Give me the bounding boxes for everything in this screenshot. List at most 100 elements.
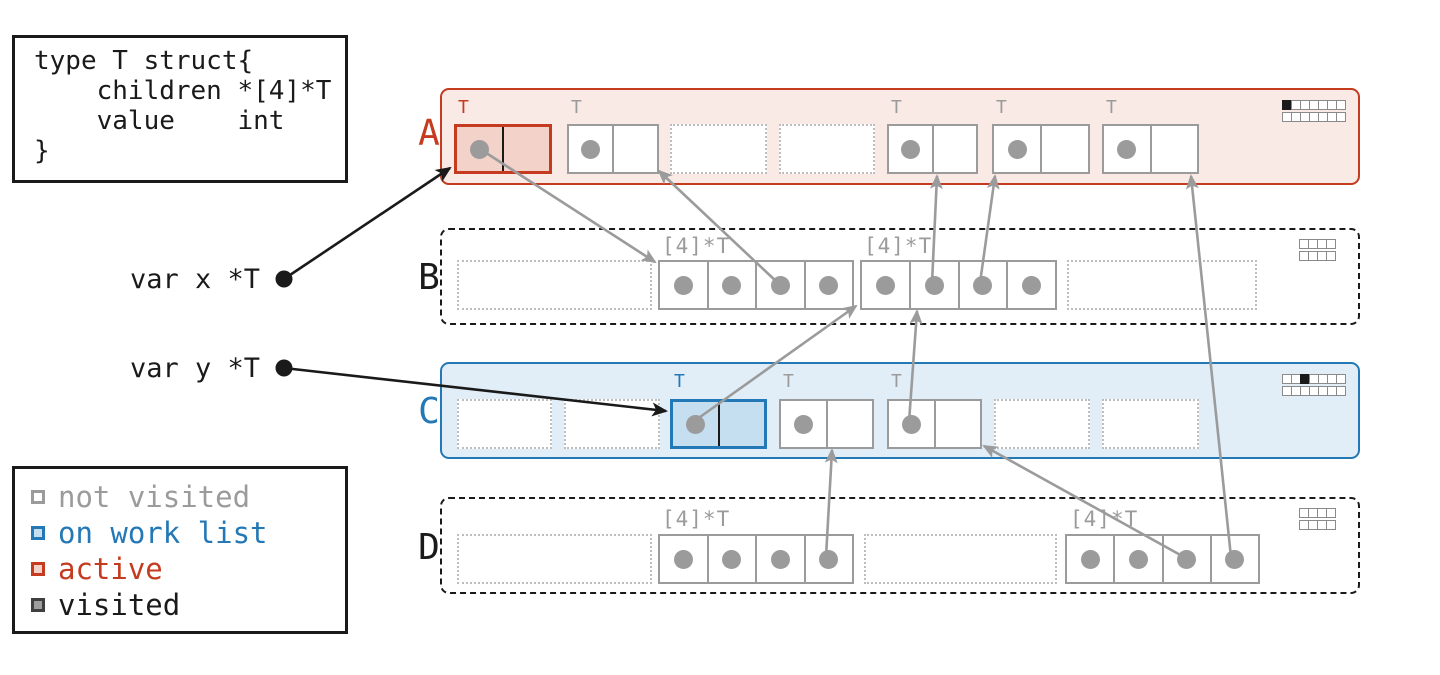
bitmap-bit: [1326, 251, 1336, 261]
field-children: [569, 126, 614, 172]
type-label-T: T: [674, 371, 685, 392]
not-visited-swatch-icon: [31, 490, 45, 504]
field-children: [889, 126, 934, 172]
array-B1: [658, 260, 854, 310]
bitmap-bit: [1336, 112, 1346, 122]
array-cell: [862, 262, 911, 308]
legend-label: active: [58, 552, 163, 586]
bitmap-bit: [1336, 386, 1346, 396]
heap-region-A: T T T T T: [440, 88, 1360, 185]
field-children: [781, 401, 828, 447]
heap-region-C: T T T: [440, 362, 1360, 459]
active-swatch-icon: [31, 562, 45, 576]
type-label-T: T: [891, 97, 902, 118]
array-cell: [709, 536, 757, 582]
free-slot: [457, 260, 652, 310]
field-value: [828, 401, 873, 447]
struct-C5: [887, 399, 982, 449]
free-slot: [564, 399, 660, 449]
pointer-dot: [722, 549, 742, 569]
heap-region-D: [4]*T [4]*T: [440, 497, 1360, 594]
pointer-dot: [1225, 549, 1245, 569]
type-label-array: [4]*T: [1070, 507, 1139, 531]
array-cell: [660, 262, 709, 308]
bitmap-bit: [1326, 239, 1336, 249]
field-value: [936, 401, 981, 447]
type-label-T: T: [996, 97, 1007, 118]
pointer-dot: [673, 549, 693, 569]
pointer-dot: [1128, 549, 1148, 569]
type-label-T: T: [571, 97, 582, 118]
free-slot: [1102, 399, 1199, 449]
free-slot: [457, 399, 552, 449]
pointer-dot: [581, 139, 600, 159]
type-label-T: T: [783, 371, 794, 392]
array-cell: [660, 536, 709, 582]
field-children: [1104, 126, 1152, 172]
struct-C4: [779, 399, 874, 449]
free-slot: [779, 124, 875, 174]
mark-bitmap-D: [1299, 508, 1336, 530]
array-cell: [757, 536, 806, 582]
pointer-dot: [900, 139, 920, 159]
pointer-dot: [1080, 549, 1100, 569]
var-y-pointer-dot: [275, 359, 293, 377]
var-x-label: var x *T: [130, 264, 261, 295]
type-label-T: T: [891, 371, 902, 392]
free-slot: [994, 399, 1090, 449]
pointer-dot: [685, 414, 705, 434]
bitmap-bit: [1326, 520, 1336, 530]
array-cell: [757, 262, 806, 308]
pointer-dot: [673, 275, 693, 295]
type-label-array: [4]*T: [662, 507, 731, 531]
pointer-dot: [470, 139, 489, 159]
pointer-dot: [1007, 139, 1027, 159]
array-cell: [1212, 536, 1258, 582]
type-label-T: T: [1106, 97, 1117, 118]
struct-A1-active: [454, 124, 552, 174]
array-cell: [911, 262, 960, 308]
pointer-dot: [924, 275, 944, 295]
pointer-dot: [875, 275, 895, 295]
legend-box: not visited on work list active visited: [12, 466, 348, 634]
pointer-dot: [819, 275, 839, 295]
pointer-dot: [1022, 275, 1042, 295]
free-slot: [670, 124, 767, 174]
region-label-D: D: [418, 526, 440, 568]
struct-C3-worklist: [670, 399, 767, 449]
type-label-array: [4]*T: [864, 234, 933, 258]
visited-swatch-icon: [31, 598, 45, 612]
struct-A7: [1102, 124, 1199, 174]
array-cell: [1008, 262, 1055, 308]
free-slot: [457, 534, 652, 584]
mark-bitmap-C: [1282, 374, 1346, 396]
array-cell: [806, 536, 853, 582]
legend-item-not-visited: not visited: [31, 479, 345, 515]
array-cell: [960, 262, 1009, 308]
pointer-dot: [1117, 139, 1137, 159]
heap-region-B: [4]*T [4]*T: [440, 228, 1360, 325]
legend-label: on work list: [58, 516, 268, 550]
array-D2: [1065, 534, 1260, 584]
bitmap-bit: [1336, 374, 1346, 384]
region-label-A: A: [418, 112, 440, 154]
pointer-dot: [793, 414, 813, 434]
pointer-dot: [973, 275, 993, 295]
free-slot: [864, 534, 1057, 584]
legend-label: not visited: [58, 480, 251, 514]
array-cell: [709, 262, 757, 308]
field-children: [889, 401, 936, 447]
pointer-dot: [819, 549, 839, 569]
legend-item-active: active: [31, 551, 345, 587]
on-work-list-swatch-icon: [31, 526, 45, 540]
bitmap-bit: [1326, 508, 1336, 518]
field-children: [994, 126, 1042, 172]
field-value: [1152, 126, 1198, 172]
bitmap-bit: [1336, 100, 1346, 110]
pointer-dot: [722, 275, 742, 295]
var-y-label: var y *T: [130, 353, 261, 384]
mark-bitmap-A: [1282, 100, 1346, 122]
field-value: [1042, 126, 1088, 172]
field-children: [673, 402, 720, 446]
